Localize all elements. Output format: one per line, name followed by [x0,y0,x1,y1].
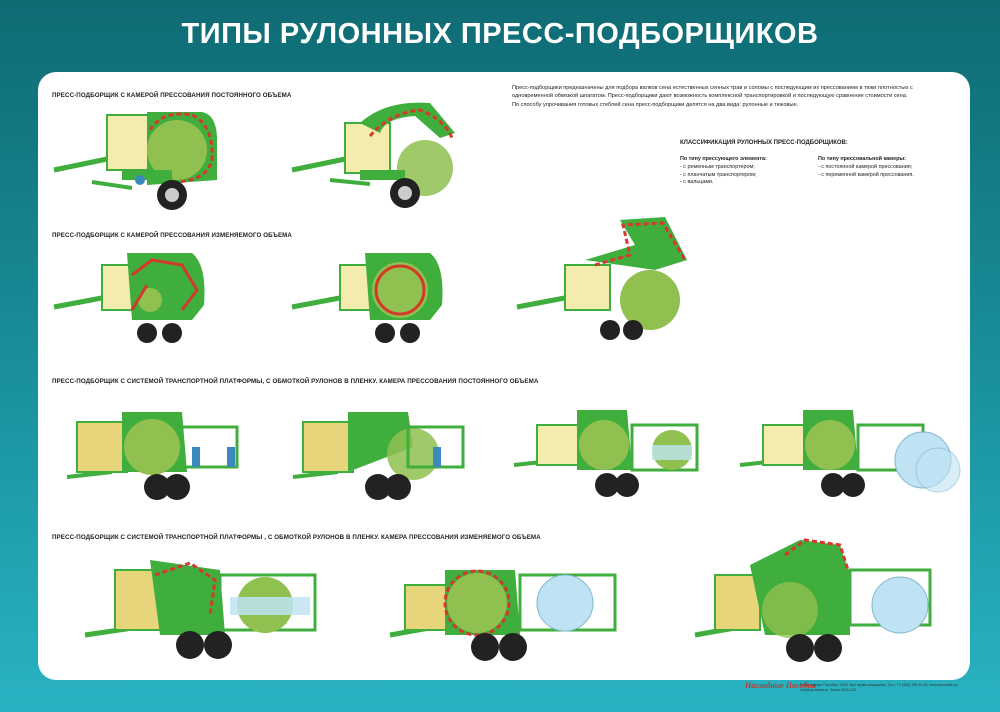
baler-platform-variable-3 [694,538,932,662]
publisher-logo: Наглядные Пособия [745,681,816,690]
classification-left-heading: По типу прессующего элемента: [680,156,767,162]
footer-credits: © Наглядные Пособия, 2016. Все права защ… [800,683,958,692]
baler-platform-fixed-1 [66,412,239,500]
classification-right-item: - с переменной камерой прессования. [818,171,914,178]
classification-left-item: - с планчатым транспортером; [680,171,757,178]
intro-paragraph-1: Пресс-подборщики предназначены для подбо… [512,85,913,100]
classification-right-heading: По типу прессовальной камеры: [818,156,906,162]
baler-platform-variable-2 [389,569,617,661]
baler-platform-variable-1 [84,560,317,659]
baler-variable-empty [53,253,205,343]
baler-platform-fixed-4 [739,410,961,497]
baler-fixed-open [291,102,455,208]
classification-left-item: - с ременным транспортером; [680,163,755,170]
poster-title: ТИПЫ РУЛОННЫХ ПРЕСС-ПОДБОРЩИКОВ [181,18,819,50]
section-label-variable-volume: ПРЕСС-ПОДБОРЩИК С КАМЕРОЙ ПРЕССОВАНИЯ ИЗ… [52,232,292,239]
classification-left: По типу прессующего элемента: - с ременн… [680,156,767,187]
baler-platform-fixed-2 [292,412,465,500]
baler-variable-forming [291,253,443,343]
section-label-platform-variable: ПРЕСС-ПОДБОРЩИК С СИСТЕМОЙ ТРАНСПОРТНОЙ … [52,534,541,541]
classification-right: По типу прессовальной камеры: - с постоя… [818,156,914,179]
section-label-platform-fixed: ПРЕСС-ПОДБОРЩИК С СИСТЕМОЙ ТРАНСПОРТНОЙ … [52,378,539,385]
classification-left-item: - с вальцами. [680,179,714,186]
classification-title: КЛАССИФИКАЦИЯ РУЛОННЫХ ПРЕСС-ПОДБОРЩИКОВ… [680,140,848,146]
classification-right-item: - с постоянной камерой прессования; [818,163,913,170]
section-label-fixed-volume: ПРЕСС-ПОДБОРЩИК С КАМЕРОЙ ПРЕССОВАНИЯ ПО… [52,92,292,99]
baler-platform-fixed-3 [513,410,699,497]
intro-paragraph-2: По способу упрочивания готовых стеблей с… [512,101,799,108]
baler-variable-ejecting [516,217,687,340]
baler-fixed-closed [53,112,217,210]
intro-text: Пресс-подборщики предназначены для подбо… [512,84,952,109]
